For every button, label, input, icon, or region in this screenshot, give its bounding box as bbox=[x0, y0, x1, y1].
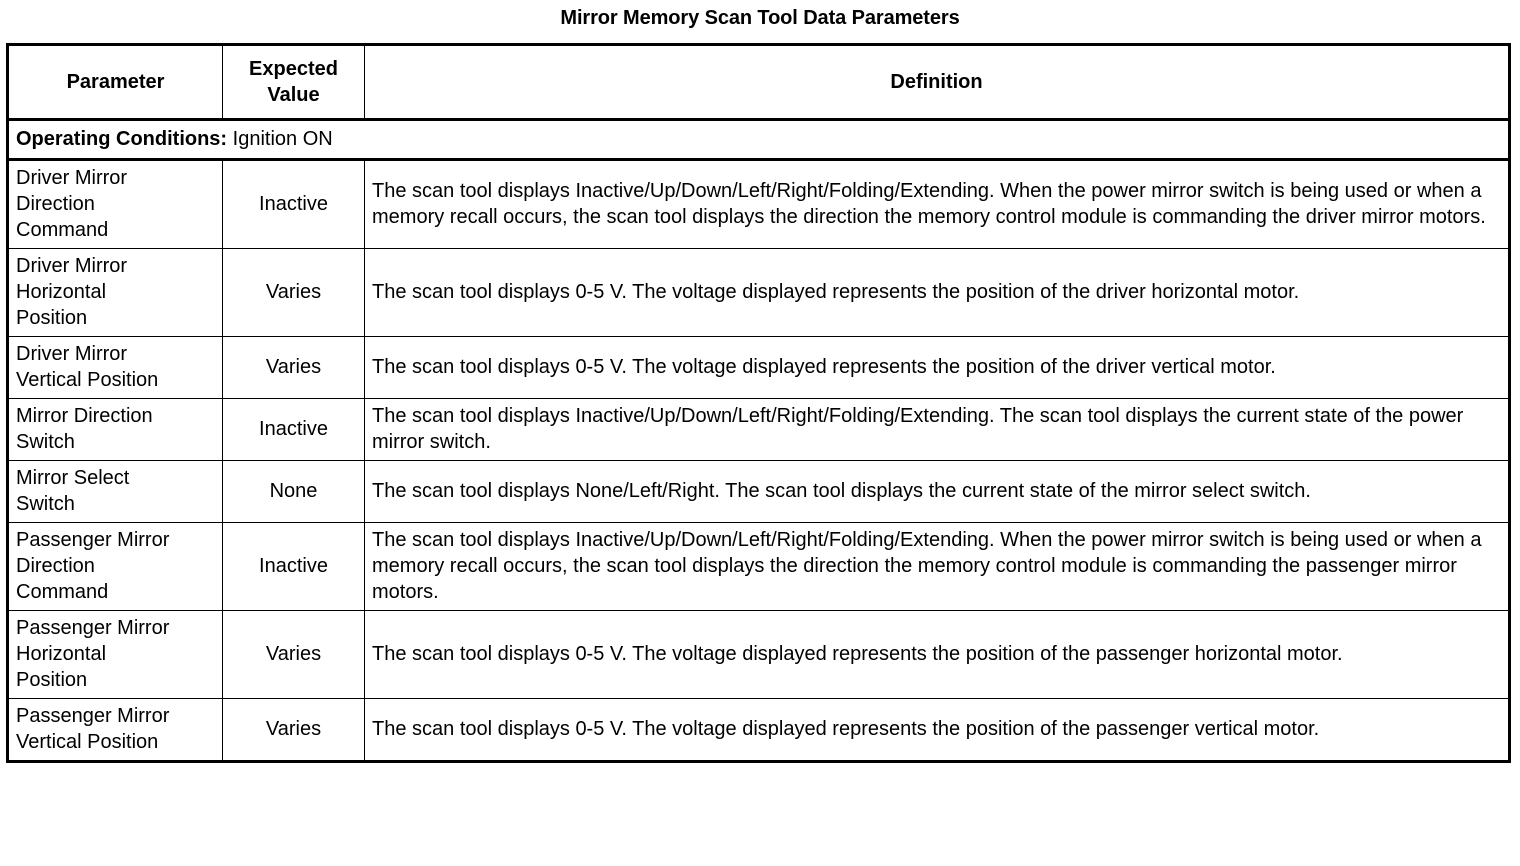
definition-cell: The scan tool displays 0-5 V. The voltag… bbox=[364, 698, 1510, 762]
expected-value-cell: Inactive bbox=[222, 522, 365, 611]
definition-cell: The scan tool displays 0-5 V. The voltag… bbox=[364, 336, 1510, 399]
column-header-definition: Definition bbox=[364, 44, 1510, 121]
table-row: Mirror Direction Switch Inactive The sca… bbox=[7, 398, 1510, 461]
expected-value-cell: Inactive bbox=[222, 159, 365, 249]
operating-conditions-cell: Operating Conditions: Ignition ON bbox=[7, 119, 1510, 161]
operating-conditions-label: Operating Conditions: bbox=[16, 128, 228, 150]
parameter-name-line: Vertical Position bbox=[16, 731, 159, 753]
parameter-name-line: Mirror Select bbox=[16, 467, 130, 489]
operating-conditions-value: Ignition ON bbox=[232, 128, 333, 150]
column-header-expected-value-line1: Expected bbox=[249, 57, 338, 80]
parameter-name-line: Passenger Mirror bbox=[16, 617, 170, 639]
parameter-name-line: Switch bbox=[16, 431, 75, 453]
parameter-name-line: Position bbox=[16, 307, 88, 329]
table-row: Passenger Mirror Vertical Position Varie… bbox=[7, 698, 1510, 762]
parameter-name-line: Passenger Mirror bbox=[16, 705, 170, 727]
parameter-name-line: Command bbox=[16, 581, 109, 603]
parameter-name-cell: Passenger Mirror Direction Command bbox=[7, 522, 223, 611]
expected-value-cell: Varies bbox=[222, 248, 365, 337]
parameter-name-line: Driver Mirror bbox=[16, 343, 128, 365]
parameter-name-line: Direction bbox=[16, 555, 95, 577]
parameters-table-container: Parameter Expected Value Definition Oper… bbox=[6, 43, 1511, 763]
parameter-name-cell: Driver Mirror Vertical Position bbox=[7, 336, 223, 399]
table-row: Passenger Mirror Horizontal Position Var… bbox=[7, 610, 1510, 699]
parameter-name-line: Position bbox=[16, 669, 88, 691]
scan-tool-parameters-table: Parameter Expected Value Definition Oper… bbox=[6, 43, 1511, 763]
parameter-name-line: Vertical Position bbox=[16, 369, 159, 391]
parameter-name-cell: Driver Mirror Horizontal Position bbox=[7, 248, 223, 337]
operating-conditions-row: Operating Conditions: Ignition ON bbox=[7, 119, 1510, 161]
parameter-name-line: Driver Mirror bbox=[16, 255, 128, 277]
expected-value-cell: Varies bbox=[222, 610, 365, 699]
table-header: Parameter Expected Value Definition bbox=[7, 44, 1510, 121]
expected-value-cell: None bbox=[222, 460, 365, 523]
parameter-name-line: Horizontal bbox=[16, 643, 107, 665]
table-row: Driver Mirror Horizontal Position Varies… bbox=[7, 248, 1510, 337]
definition-cell: The scan tool displays 0-5 V. The voltag… bbox=[364, 248, 1510, 337]
table-row: Driver Mirror Vertical Position Varies T… bbox=[7, 336, 1510, 399]
table-row: Passenger Mirror Direction Command Inact… bbox=[7, 522, 1510, 611]
table-row: Driver Mirror Direction Command Inactive… bbox=[7, 159, 1510, 249]
parameter-name-cell: Driver Mirror Direction Command bbox=[7, 159, 223, 249]
parameter-name-line: Driver Mirror bbox=[16, 167, 128, 189]
definition-cell: The scan tool displays Inactive/Up/Down/… bbox=[364, 398, 1510, 461]
parameter-name-line: Direction bbox=[16, 193, 95, 215]
parameter-name-line: Command bbox=[16, 219, 109, 241]
parameter-name-line: Mirror Direction bbox=[16, 405, 153, 427]
expected-value-cell: Varies bbox=[222, 336, 365, 399]
expected-value-cell: Inactive bbox=[222, 398, 365, 461]
page-title: Mirror Memory Scan Tool Data Parameters bbox=[560, 7, 960, 29]
table-row: Mirror Select Switch None The scan tool … bbox=[7, 460, 1510, 523]
parameter-name-cell: Passenger Mirror Horizontal Position bbox=[7, 610, 223, 699]
parameter-name-line: Horizontal bbox=[16, 281, 107, 303]
parameter-name-cell: Mirror Direction Switch bbox=[7, 398, 223, 461]
table-body: Operating Conditions: Ignition ON Driver… bbox=[7, 119, 1510, 762]
definition-cell: The scan tool displays 0-5 V. The voltag… bbox=[364, 610, 1510, 699]
definition-cell: The scan tool displays Inactive/Up/Down/… bbox=[364, 159, 1510, 249]
column-header-expected-value: Expected Value bbox=[222, 44, 365, 121]
table-header-row: Parameter Expected Value Definition bbox=[7, 44, 1510, 121]
column-header-parameter: Parameter bbox=[7, 44, 223, 121]
expected-value-cell: Varies bbox=[222, 698, 365, 762]
parameter-name-cell: Mirror Select Switch bbox=[7, 460, 223, 523]
parameter-name-line: Switch bbox=[16, 493, 75, 515]
column-header-expected-value-line2: Value bbox=[267, 83, 320, 106]
definition-cell: The scan tool displays Inactive/Up/Down/… bbox=[364, 522, 1510, 611]
definition-cell: The scan tool displays None/Left/Right. … bbox=[364, 460, 1510, 523]
parameter-name-line: Passenger Mirror bbox=[16, 529, 170, 551]
parameter-name-cell: Passenger Mirror Vertical Position bbox=[7, 698, 223, 762]
